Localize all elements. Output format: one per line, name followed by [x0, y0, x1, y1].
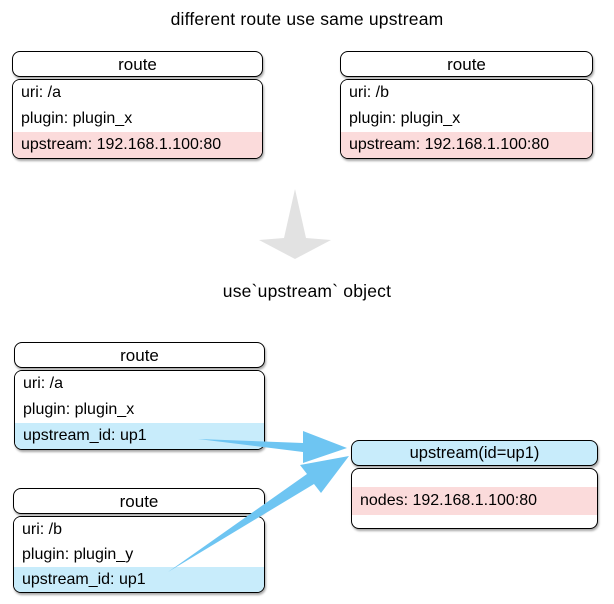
bottom-section-title: use`upstream` object [222, 281, 392, 301]
route-b-bottom-box: route uri: /b plugin: plugin_y upstream_… [13, 488, 265, 593]
route-a-top-upstream-row: upstream: 192.168.1.100:80 [13, 132, 262, 158]
route-b-bottom-plugin-row: plugin: plugin_y [14, 542, 264, 567]
route-b-bottom-header: route [13, 488, 265, 514]
route-a-top-plugin-row: plugin: plugin_x [13, 106, 262, 132]
route-b-bottom-upstream-id-row: upstream_id: up1 [14, 567, 264, 592]
route-a-top-uri-row: uri: /a [13, 80, 262, 106]
route-a-bottom-body: uri: /a plugin: plugin_x upstream_id: up… [14, 370, 265, 450]
upstream-nodes-row: nodes: 192.168.1.100:80 [352, 487, 597, 515]
upstream-object-header: upstream(id=up1) [351, 440, 598, 466]
route-b-top-upstream-row: upstream: 192.168.1.100:80 [341, 132, 592, 158]
route-a-bottom-header: route [14, 342, 265, 368]
route-a-top-body: uri: /a plugin: plugin_x upstream: 192.1… [12, 79, 263, 159]
route-a-bottom-uri-row: uri: /a [15, 371, 264, 397]
route-b-bottom-body: uri: /b plugin: plugin_y upstream_id: up… [13, 516, 265, 593]
upstream-object-box: upstream(id=up1) nodes: 192.168.1.100:80 [351, 440, 598, 529]
top-section-title: different route use same upstream [170, 9, 444, 29]
down-arrow-icon [259, 189, 331, 259]
route-b-top-box: route uri: /b plugin: plugin_x upstream:… [340, 51, 593, 159]
route-a-top-header: route [12, 51, 263, 77]
route-a-bottom-upstream-id-row: upstream_id: up1 [15, 423, 264, 449]
route-a-bottom-box: route uri: /a plugin: plugin_x upstream_… [14, 342, 265, 450]
route-a-bottom-plugin-row: plugin: plugin_x [15, 397, 264, 423]
route-b-top-header: route [340, 51, 593, 77]
route-b-top-uri-row: uri: /b [341, 80, 592, 106]
route-b-top-plugin-row: plugin: plugin_x [341, 106, 592, 132]
upstream-object-body: nodes: 192.168.1.100:80 [351, 468, 598, 529]
route-b-top-body: uri: /b plugin: plugin_x upstream: 192.1… [340, 79, 593, 159]
route-a-top-box: route uri: /a plugin: plugin_x upstream:… [12, 51, 263, 159]
route-b-bottom-uri-row: uri: /b [14, 517, 264, 542]
